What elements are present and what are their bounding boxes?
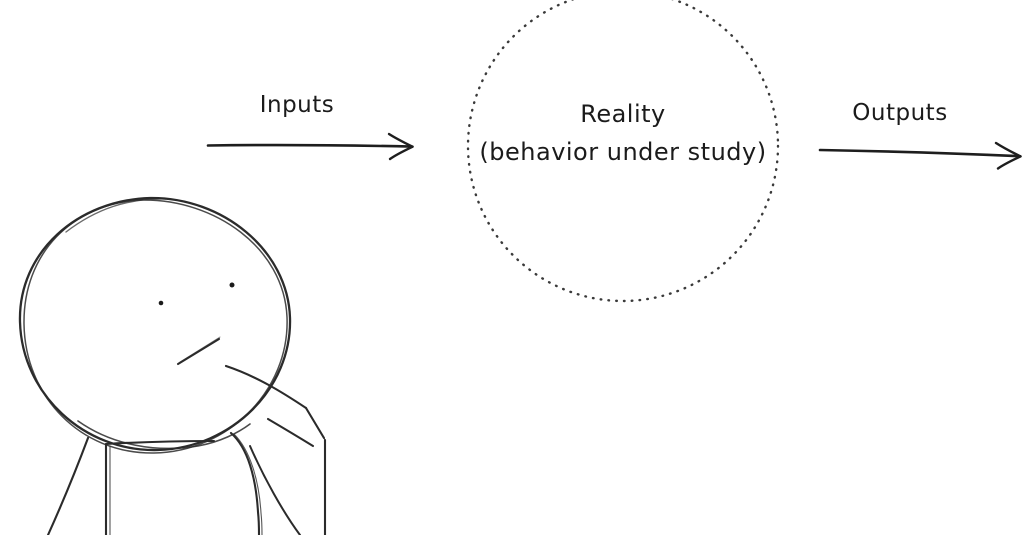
shoulder-seam-inner [306,409,326,441]
output-arrow-head-lower [996,155,1022,170]
output-arrow-head-upper [994,141,1022,158]
head-outline-sketch-overlap [65,198,167,233]
head-outline-secondary [23,199,288,454]
reality-title: Reality [580,100,666,128]
input-label: Inputs [260,92,335,118]
inner-fold-line [249,445,301,535]
input-arrow-head-upper [387,132,414,148]
mouth-line [176,337,221,366]
torso-right-curve-inner [233,433,263,535]
output-arrow-group [818,141,1022,170]
torso-right-curve [229,431,261,535]
output-label: Outputs [852,100,947,126]
input-arrow-shaft [206,143,414,148]
mouth-line-shadow [179,336,221,363]
output-arrow-shaft [818,148,1022,158]
torso-shoulder-line [104,439,216,446]
head-outline-primary [18,196,292,452]
right-eye-icon [229,282,235,288]
observer-doodle [18,196,327,535]
input-arrow-group [206,132,414,161]
input-arrow-head-lower [388,145,414,161]
left-outer-diagonal [46,436,90,535]
collar-line [224,364,308,410]
reality-boundary-circle [466,0,780,303]
reality-subtitle: (behavior under study) [479,138,766,166]
left-eye-icon [158,300,164,306]
arm-fold-stroke [266,417,315,448]
